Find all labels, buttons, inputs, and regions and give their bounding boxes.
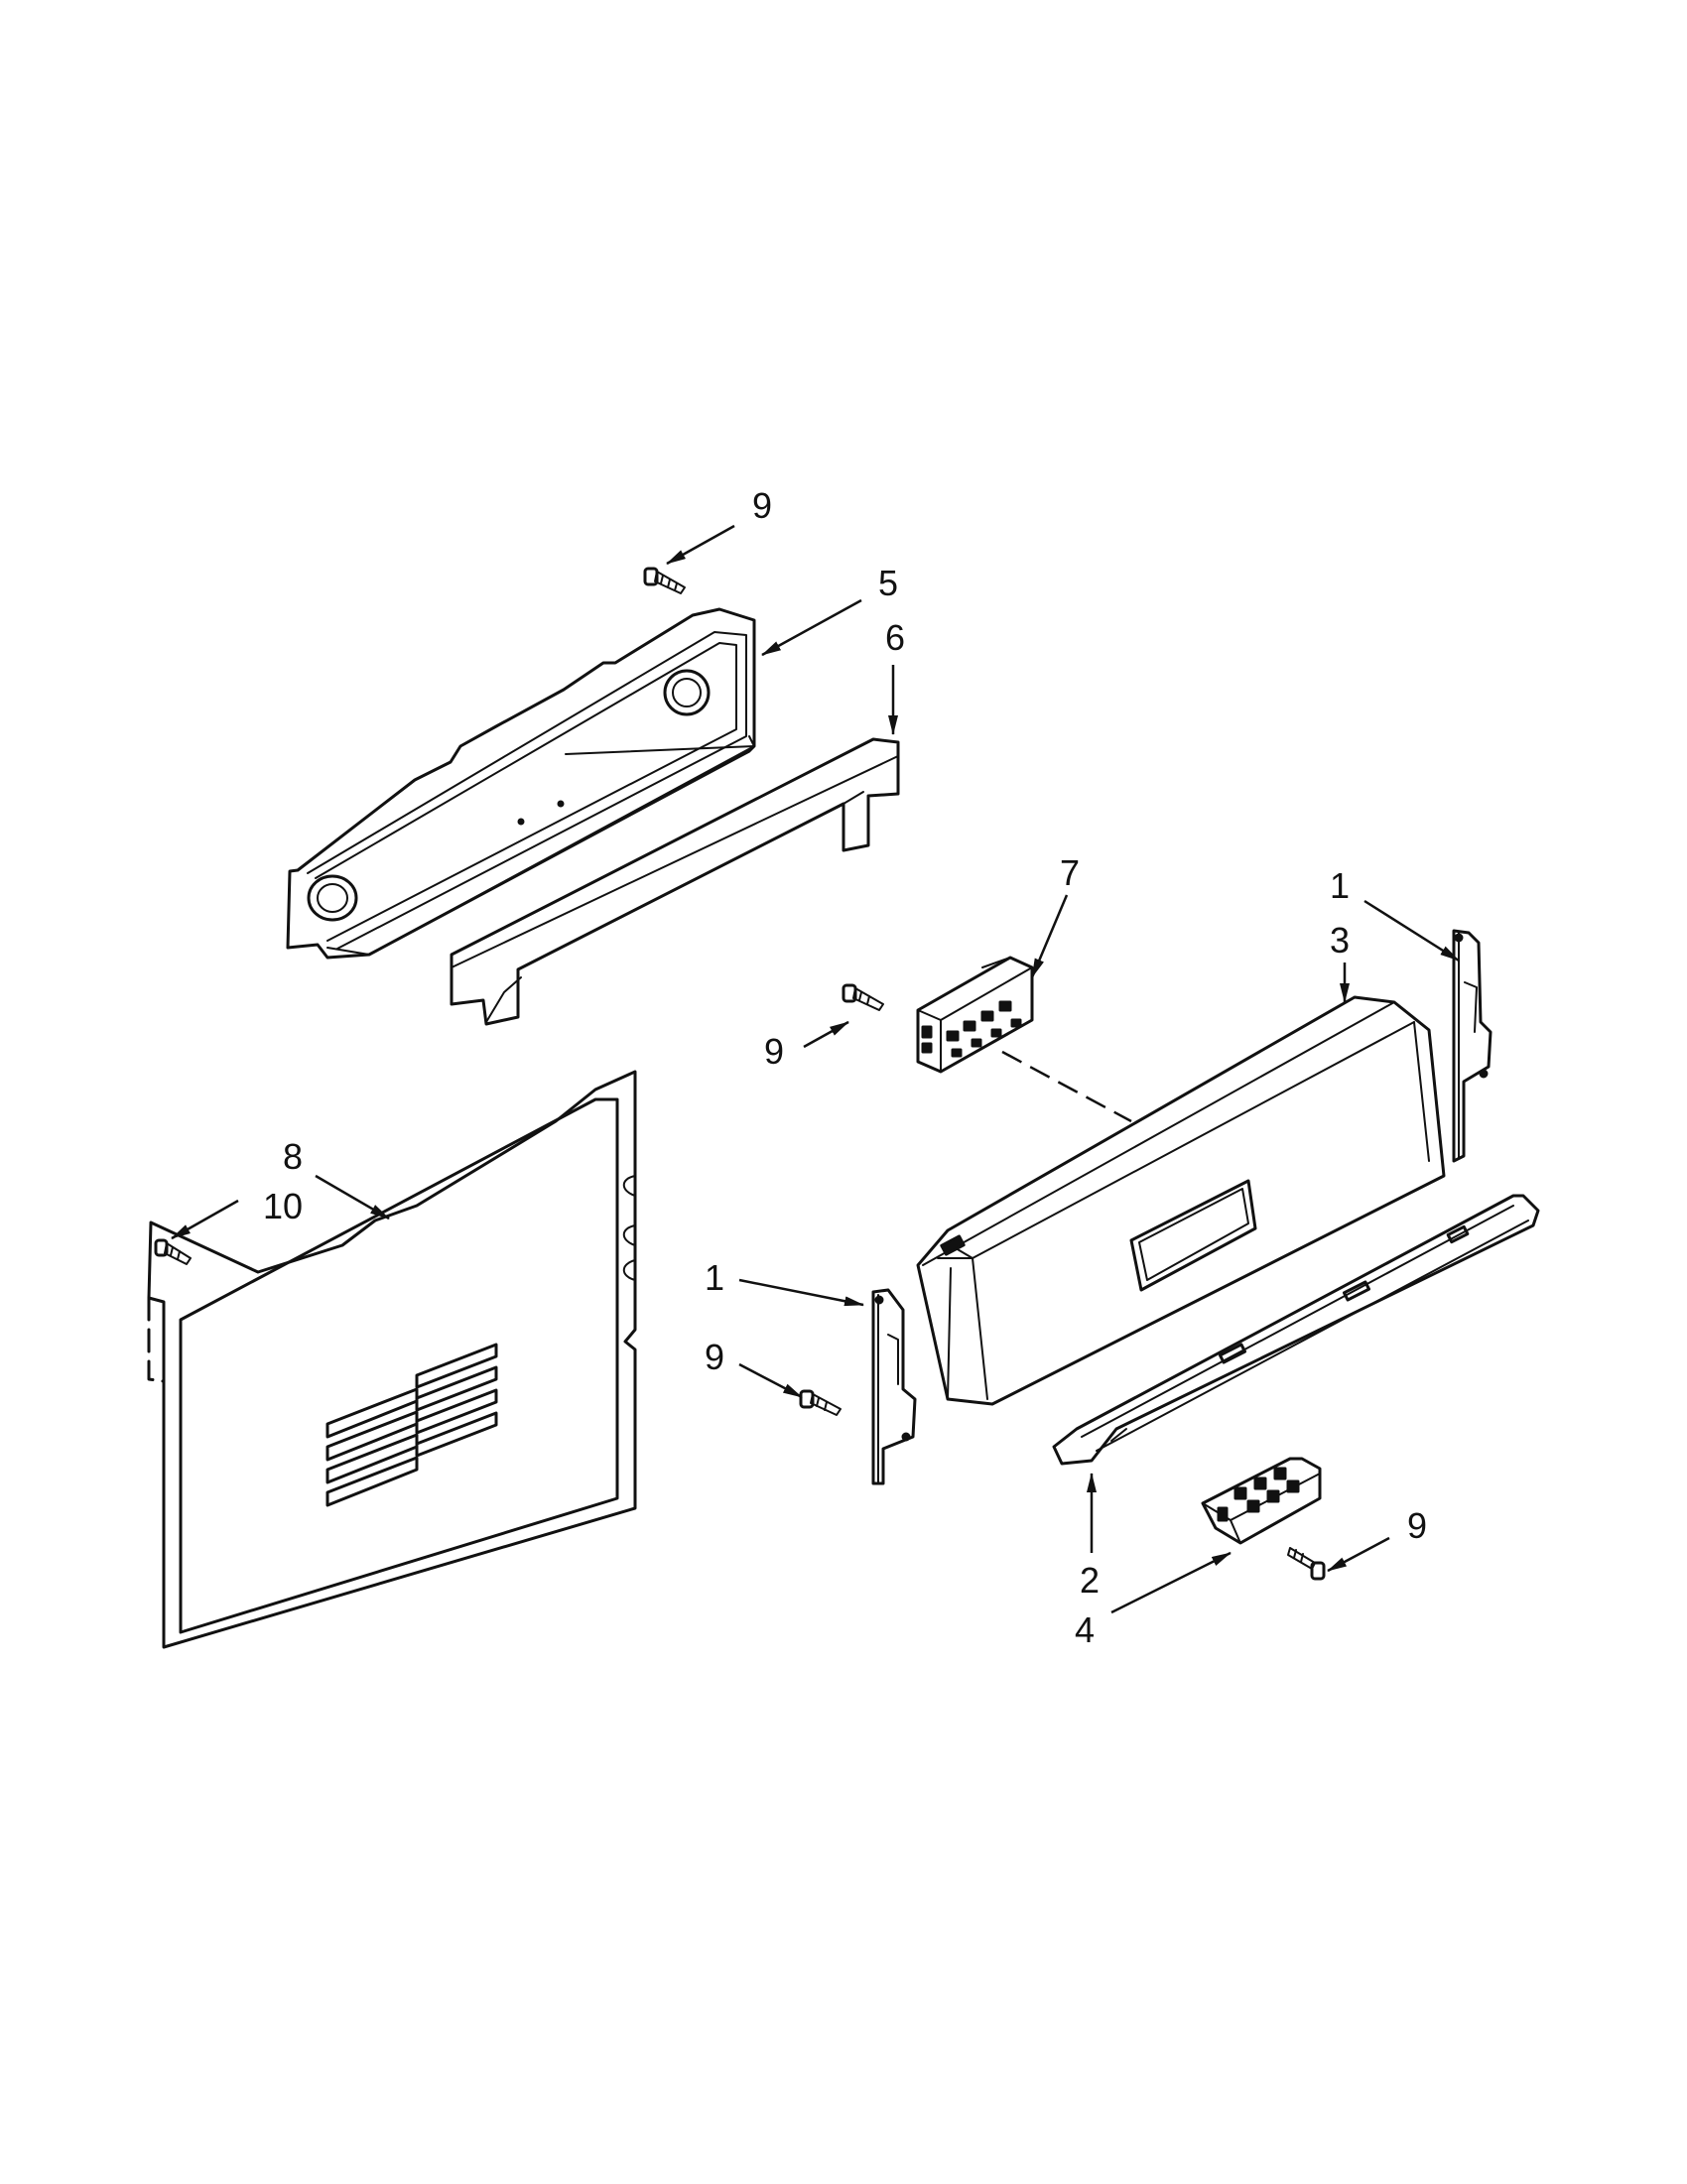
leader-9-bracket <box>738 1362 803 1399</box>
callout-9-terminal: 9 <box>1407 1505 1427 1546</box>
leader-5 <box>761 598 862 657</box>
callout-1-right: 1 <box>1330 865 1350 906</box>
screw-control-board[interactable] <box>842 983 884 1011</box>
vent-slots-right <box>415 1343 498 1458</box>
callout-8: 8 <box>283 1136 303 1177</box>
screw-bracket[interactable] <box>799 1389 842 1416</box>
board-components <box>921 1000 1022 1058</box>
callout-6: 6 <box>885 617 905 658</box>
leader-7 <box>1030 894 1069 978</box>
callout-5: 5 <box>878 563 898 603</box>
assembly-line <box>1001 1050 1132 1123</box>
leader-9-board <box>803 1020 849 1049</box>
vent-slots-left <box>325 1387 419 1507</box>
terminal-block[interactable] <box>1201 1457 1322 1545</box>
screw-top[interactable] <box>643 567 686 594</box>
leader-9-terminal <box>1327 1536 1390 1573</box>
callout-4: 4 <box>1075 1609 1095 1650</box>
callout-9-bracket: 9 <box>705 1337 724 1377</box>
leader-4 <box>1110 1551 1232 1614</box>
screw-panel[interactable] <box>154 1238 192 1265</box>
channel-strip[interactable] <box>450 737 900 1026</box>
rear-bracket-panel[interactable] <box>286 607 756 960</box>
callout-2: 2 <box>1080 1560 1100 1601</box>
console-trim[interactable] <box>1052 1194 1540 1466</box>
control-console[interactable] <box>916 995 1446 1406</box>
rear-access-panel[interactable] <box>147 1070 637 1649</box>
leader-8 <box>315 1174 390 1220</box>
end-bracket-left[interactable] <box>871 1288 917 1485</box>
callout-9-board: 9 <box>764 1031 784 1072</box>
callout-9-top: 9 <box>752 485 772 526</box>
callout-7: 7 <box>1060 852 1080 893</box>
callout-10: 10 <box>263 1186 303 1226</box>
screw-terminal-block[interactable] <box>1287 1547 1326 1581</box>
leader-9-top <box>666 524 735 566</box>
leader-10 <box>171 1199 239 1240</box>
leader-1-left <box>738 1278 864 1307</box>
electronic-control-board[interactable] <box>916 956 1034 1074</box>
callout-1-left: 1 <box>705 1257 724 1298</box>
callout-3: 3 <box>1330 920 1350 961</box>
end-bracket-right[interactable] <box>1452 929 1492 1163</box>
leader-1-right <box>1363 899 1460 963</box>
